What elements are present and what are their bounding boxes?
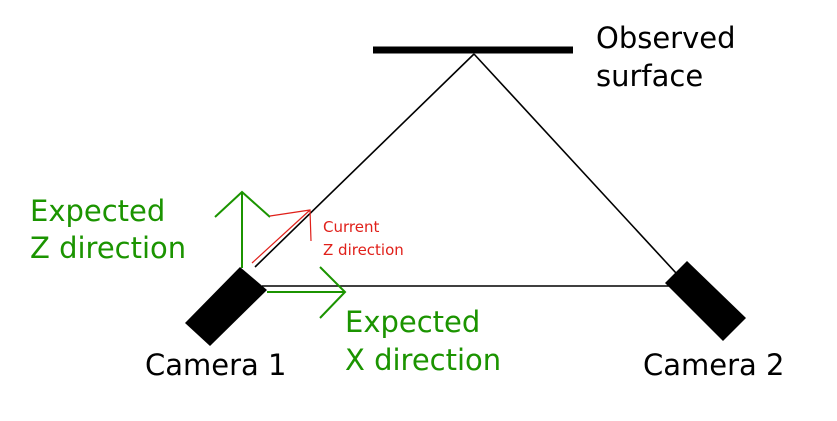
camera-2-body <box>665 261 746 341</box>
current-z-arrow-head <box>269 209 312 242</box>
ray-camera1-to-surface <box>254 53 475 268</box>
expected-z-label-line2: Z direction <box>30 231 186 265</box>
current-z-label-line2: Z direction <box>323 241 404 259</box>
expected-z-arrow-head <box>214 190 271 218</box>
expected-x-label-line2: X direction <box>345 343 501 377</box>
current-z-label-line1: Current <box>323 218 379 236</box>
camera-2-label: Camera 2 <box>643 348 784 382</box>
expected-x-arrow-head <box>319 266 347 319</box>
expected-z-label-line1: Expected <box>30 194 165 228</box>
expected-x-label-line1: Expected <box>345 305 480 339</box>
ray-camera2-to-surface <box>473 53 689 287</box>
camera-1-label: Camera 1 <box>145 348 286 382</box>
current-z-arrow-shaft <box>251 209 311 264</box>
camera-1-body <box>185 267 267 346</box>
observed-surface-label-line2: surface <box>596 59 703 93</box>
observed-surface-label-line1: Observed <box>596 21 736 55</box>
